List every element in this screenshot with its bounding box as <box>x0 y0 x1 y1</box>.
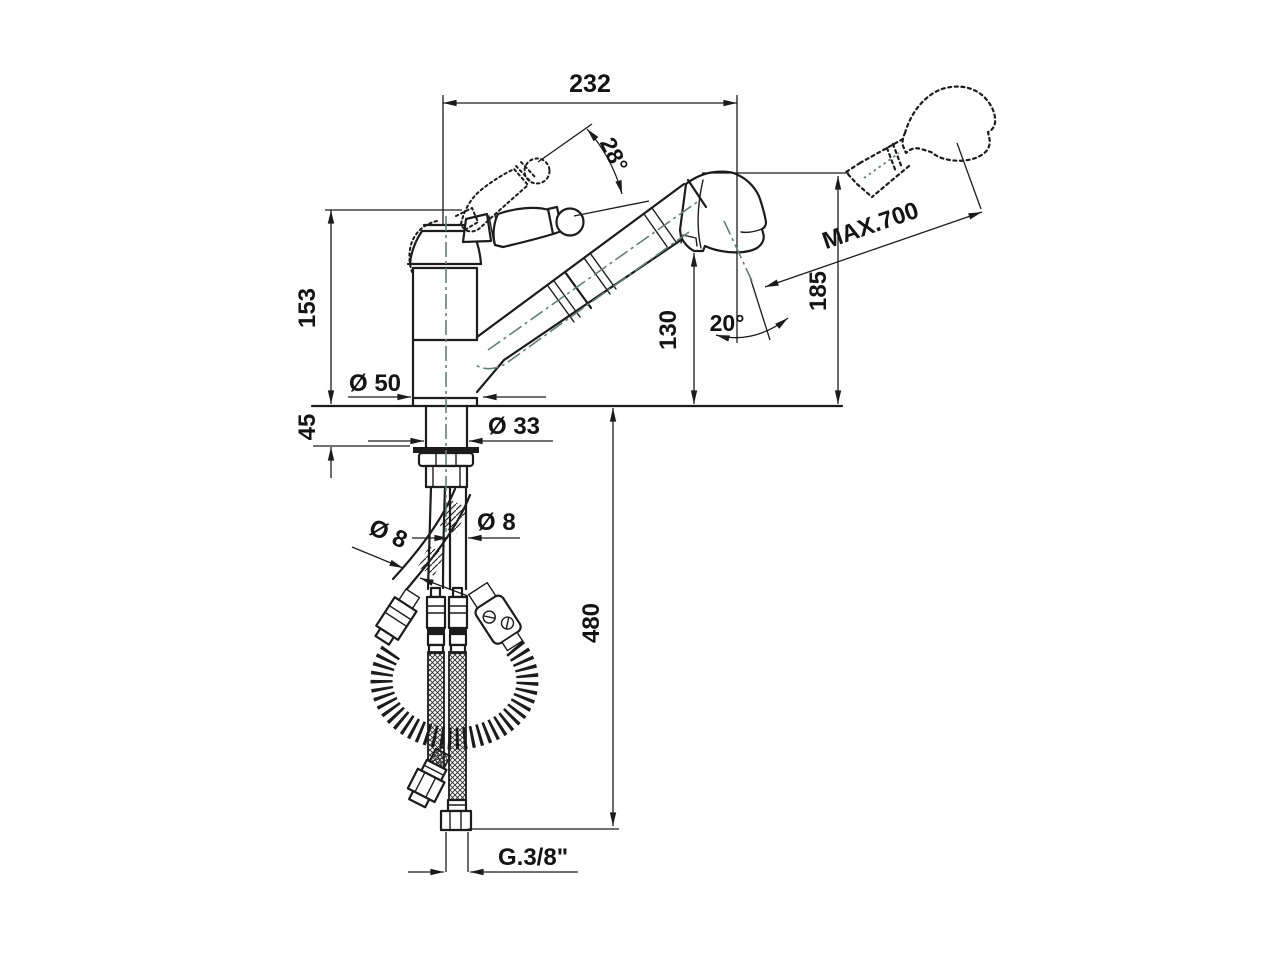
dim-d50-label: Ø 50 <box>349 370 401 397</box>
dim-20deg-label: 20° <box>710 310 745 336</box>
spray-head <box>678 170 768 254</box>
dim-185-label: 185 <box>805 271 832 311</box>
hose-connectors <box>374 581 524 655</box>
dashed-cover-arc <box>408 220 438 273</box>
spray-quick-connector <box>468 581 524 652</box>
head-joint-band <box>686 178 708 209</box>
dim-max700-label: MAX.700 <box>819 197 922 255</box>
dimensions: 232 28° MAX.700 185 130 20° 153 45 Ø 50 <box>294 70 983 876</box>
supply-hose-fittings <box>406 747 473 832</box>
dim-480-label: 480 <box>578 603 605 643</box>
spray-hose-left-connector <box>374 588 421 646</box>
dim-d8-supply-label: Ø 8 <box>477 509 516 536</box>
dim-d8-spray-label: Ø 8 <box>365 514 411 554</box>
dim-153-label: 153 <box>294 288 321 328</box>
spray-trigger <box>680 234 698 247</box>
lever-handle-raised <box>455 157 551 233</box>
hoses <box>391 485 472 591</box>
spray-hose-coil <box>370 639 539 750</box>
faucet-body <box>406 220 483 407</box>
spout-joint-ring <box>563 270 593 310</box>
hex-nut <box>439 809 473 832</box>
spray-hose-section-hatch <box>418 546 445 576</box>
lever-handle <box>461 205 585 249</box>
pullout-head-sketch <box>844 85 997 210</box>
dim-232-label: 232 <box>569 70 611 98</box>
dim-130-label: 130 <box>655 310 682 350</box>
dim-g38-label: G.3/8" <box>498 844 568 871</box>
screw-icon <box>500 616 515 630</box>
centerlines <box>445 152 900 532</box>
braided-supply-hoses <box>427 651 467 801</box>
supply-hose-connector <box>425 586 447 655</box>
dim-d33-label: Ø 33 <box>488 413 540 440</box>
spray-hose-section-hatch <box>440 500 468 534</box>
dim-28deg-label: 28° <box>595 133 634 176</box>
dim-45-label: 45 <box>294 414 321 441</box>
screw-icon <box>482 610 496 624</box>
handle-ball <box>555 207 585 237</box>
supply-hose-connector <box>447 586 469 655</box>
